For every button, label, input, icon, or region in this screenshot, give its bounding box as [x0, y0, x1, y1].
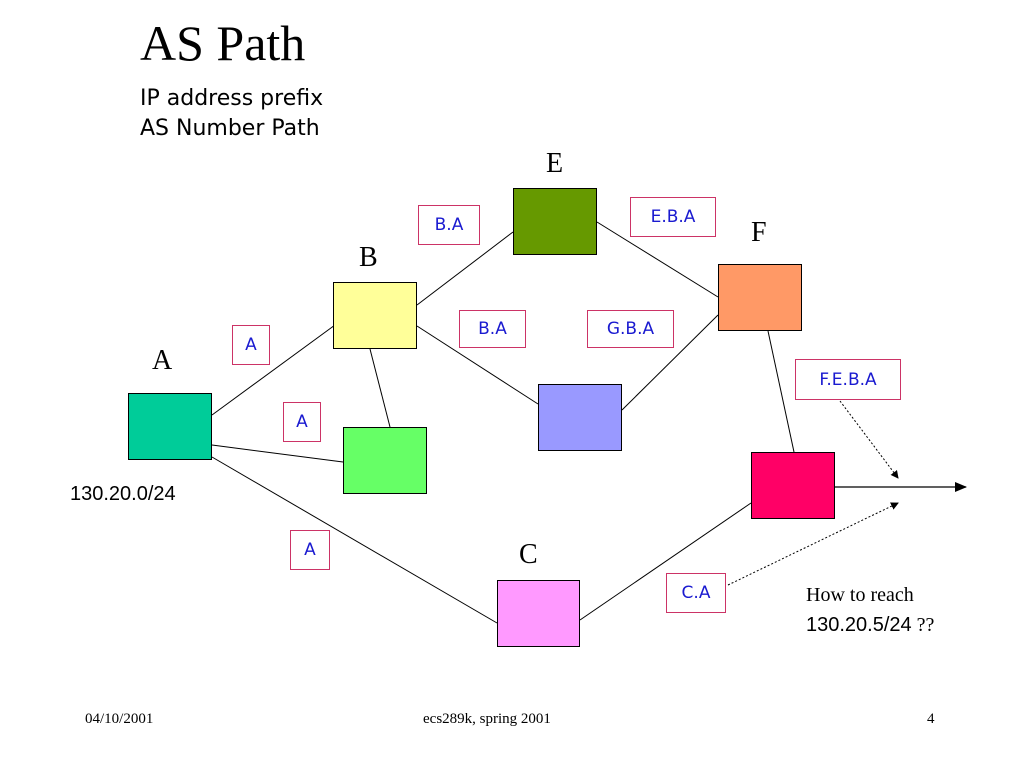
link-b-e	[416, 231, 514, 306]
path-label-a-to-green: A	[283, 402, 321, 442]
question-line-2: 130.20.5/24 ??	[806, 610, 934, 640]
link-b-blue	[416, 325, 539, 405]
node-label-f: F	[751, 217, 767, 248]
footer-course: ecs289k, spring 2001	[423, 711, 551, 727]
path-label-a-to-c: A	[290, 530, 330, 570]
node-label-c: C	[519, 539, 538, 570]
subtitle-as-path: AS Number Path	[140, 116, 320, 141]
node-label-a: A	[152, 345, 173, 376]
node-label-e: E	[546, 148, 564, 179]
link-b-green	[369, 348, 391, 428]
as-node-c	[497, 580, 580, 647]
path-label-blue-to-f: G.B.A	[587, 310, 674, 348]
path-label-b-to-e: B.A	[418, 205, 480, 245]
question-text: How to reach 130.20.5/24 ??	[806, 580, 934, 640]
path-label-f-to-red: F.E.B.A	[795, 359, 901, 400]
slide-title: AS Path	[140, 15, 306, 71]
as-node-blue	[538, 384, 622, 451]
ip-prefix: 130.20.0/24	[70, 483, 176, 505]
as-node-b	[333, 282, 417, 349]
footer-page-number: 4	[927, 711, 935, 727]
as-node-f	[718, 264, 802, 331]
dotted-arrow-ca	[727, 502, 899, 586]
as-node-red	[751, 452, 835, 519]
link-a-green	[211, 444, 344, 463]
link-c-red	[579, 502, 752, 621]
question-line-1: How to reach	[806, 584, 914, 606]
link-a-c	[211, 456, 498, 624]
question-prefix: 130.20.5/24	[806, 614, 912, 636]
dotted-arrow-febA	[839, 400, 899, 479]
as-node-green	[343, 427, 427, 494]
path-label-c-to-red: C.A	[666, 573, 726, 613]
link-e-f	[596, 221, 719, 298]
link-f-red	[767, 330, 795, 453]
subtitle-ip-prefix: IP address prefix	[140, 86, 324, 111]
link-a-b	[211, 324, 336, 416]
node-label-b: B	[359, 242, 378, 273]
as-node-e	[513, 188, 597, 255]
question-marks: ??	[911, 614, 935, 636]
path-label-e-to-f: E.B.A	[630, 197, 716, 237]
path-label-b-to-blue: B.A	[459, 310, 526, 348]
footer-date: 04/10/2001	[85, 711, 154, 727]
link-blue-f	[621, 314, 719, 411]
as-node-a	[128, 393, 212, 460]
path-label-a-to-b: A	[232, 325, 270, 365]
